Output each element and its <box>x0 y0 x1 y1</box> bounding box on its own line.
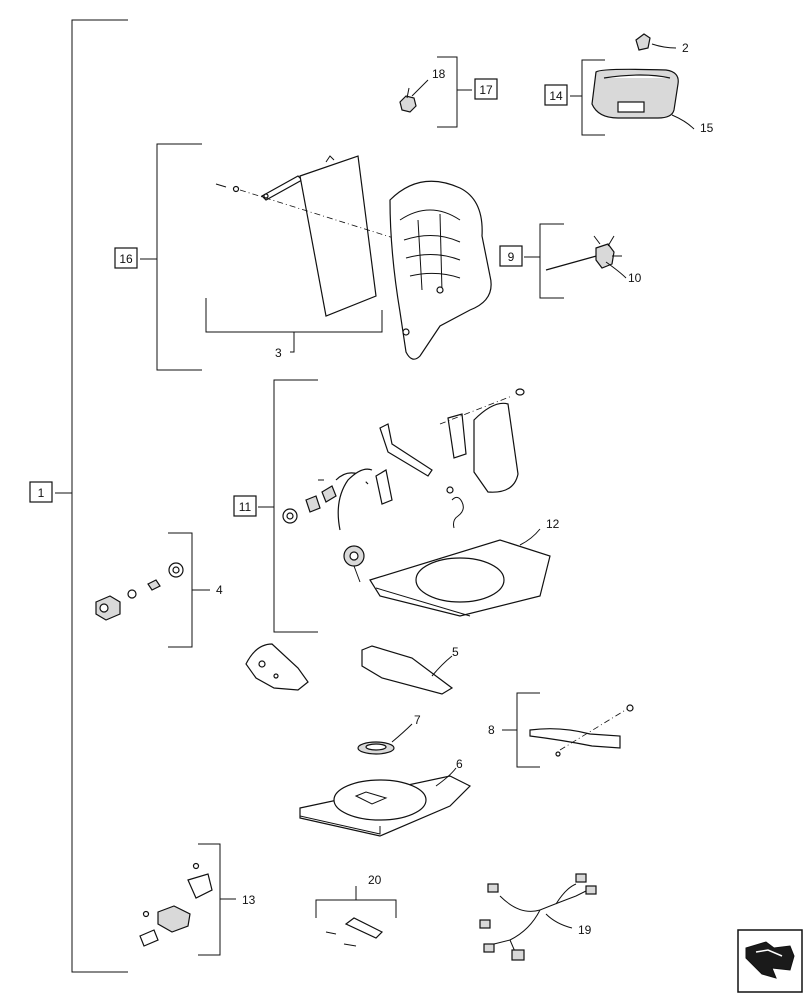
callout-17: 17 <box>479 83 493 97</box>
callout-3: 3 <box>275 346 282 360</box>
callout-19: 19 <box>578 923 592 937</box>
callout-6: 6 <box>456 757 463 771</box>
callout-11: 11 <box>239 500 252 514</box>
part-5-bracket: 5 <box>245 643 459 695</box>
part-20-pins: 20 <box>315 873 397 947</box>
part-10-lumbar-knob: 9 10 <box>499 223 642 299</box>
next-page-arrow-icon[interactable] <box>737 929 803 993</box>
part-4-bushing: 4 <box>95 532 223 648</box>
callout-5: 5 <box>452 645 459 659</box>
callout-14: 14 <box>549 89 563 103</box>
callout-20: 20 <box>368 873 382 887</box>
part-8-lever: 8 <box>488 692 634 768</box>
bracket-1: 1 <box>29 19 128 973</box>
callout-18: 18 <box>432 67 446 81</box>
callout-1: 1 <box>38 486 45 500</box>
callout-7: 7 <box>414 713 421 727</box>
callout-15: 15 <box>700 121 714 135</box>
part-6-swivel-base: 6 <box>299 757 472 837</box>
callout-12: 12 <box>546 517 560 531</box>
callout-13: 13 <box>242 893 256 907</box>
part-18-pin: 17 18 <box>399 56 498 128</box>
callout-8: 8 <box>488 723 495 737</box>
callout-9: 9 <box>508 250 515 264</box>
part-13-switch: 13 <box>139 843 256 956</box>
part-16-backrest-assembly: 16 3 <box>114 143 492 371</box>
part-11-seat-frame-assembly: 11 12 <box>233 379 560 633</box>
part-7-ring: 7 <box>357 713 421 755</box>
callout-16: 16 <box>119 252 133 266</box>
part-2-clip: 2 <box>635 33 689 55</box>
part-15-armrest: 14 15 <box>544 59 714 136</box>
part-19-harness: 19 <box>479 873 597 961</box>
callout-4: 4 <box>216 583 223 597</box>
callout-2: 2 <box>682 41 689 55</box>
callout-10: 10 <box>628 271 642 285</box>
